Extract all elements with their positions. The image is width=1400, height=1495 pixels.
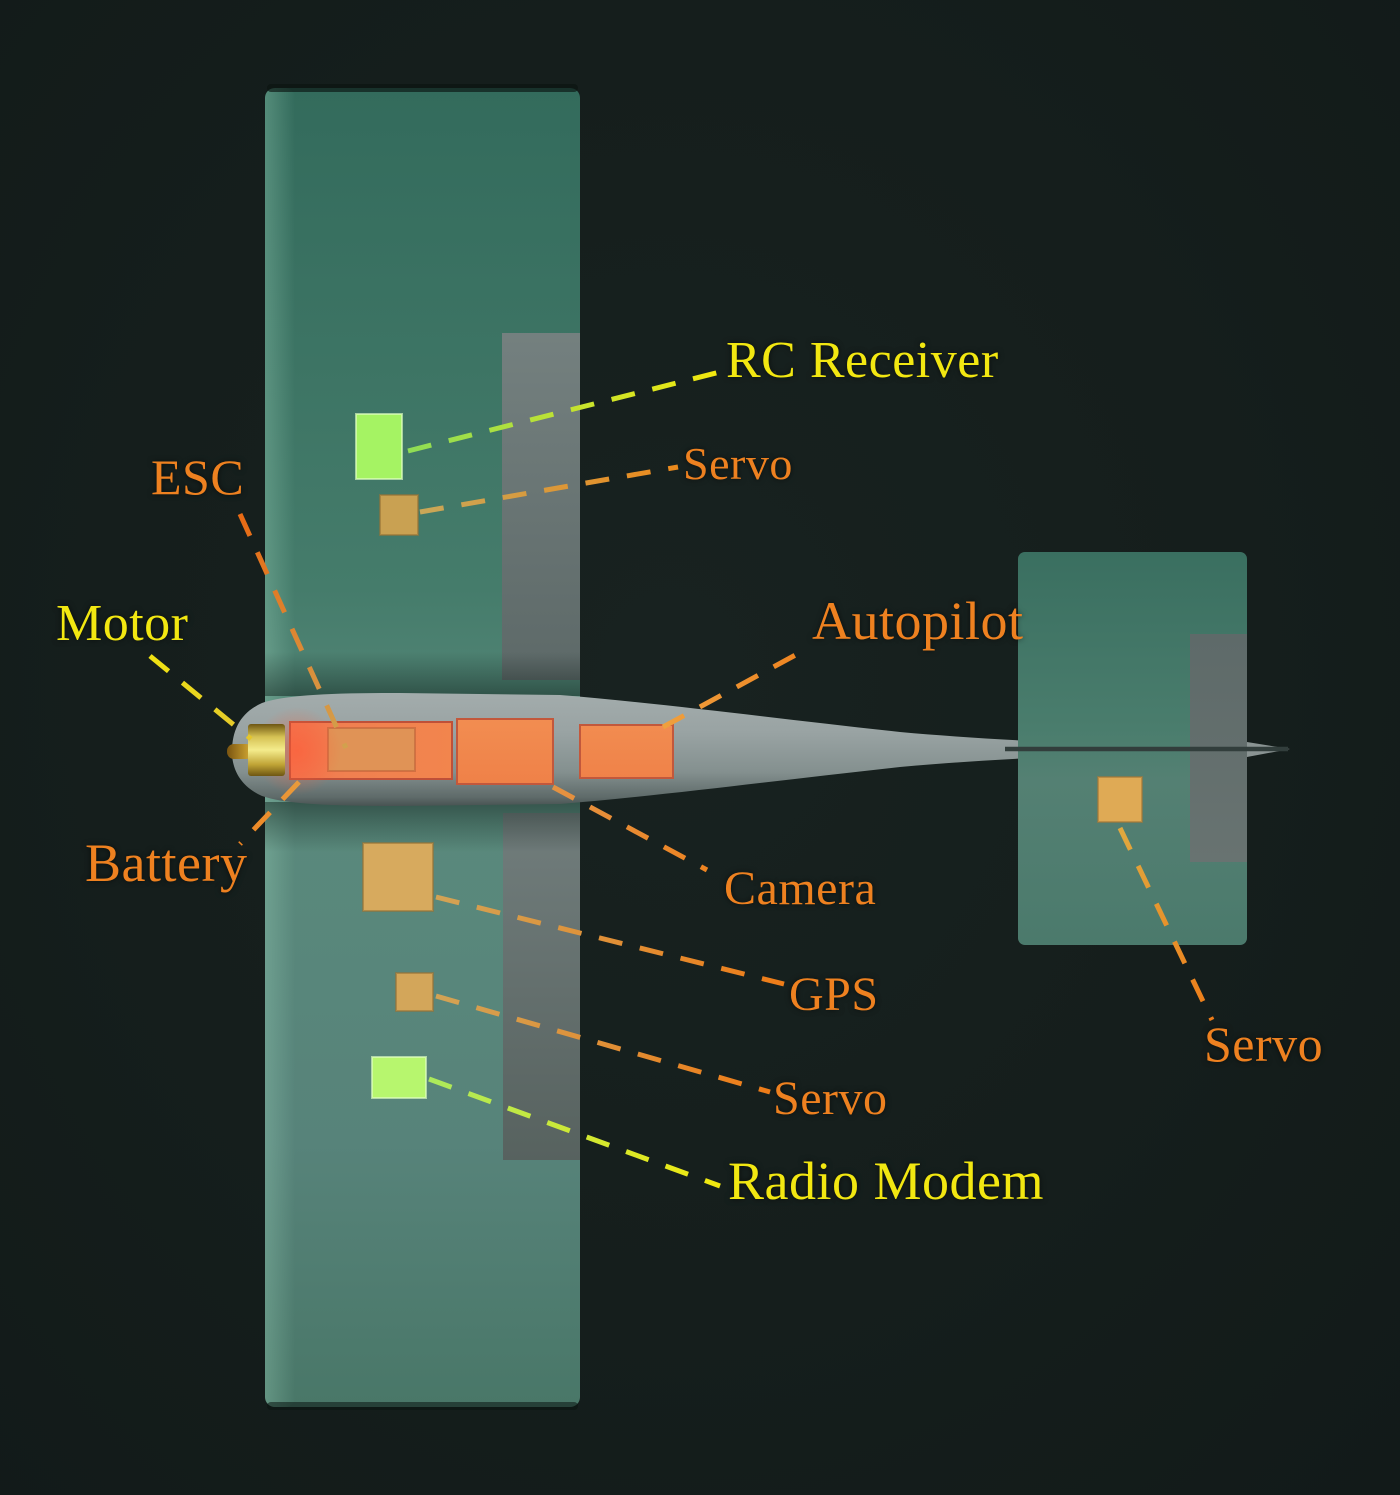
servo-wing-bottom-module [395, 972, 434, 1012]
main-wing-bottom-edge [267, 1402, 578, 1410]
leader-lines [148, 369, 1215, 1189]
autopilot-module [579, 724, 674, 779]
esc-module [327, 727, 416, 772]
leader-esc [237, 512, 349, 750]
leader-radio-modem [428, 1076, 721, 1189]
label-servo-tail: Servo [1204, 1016, 1324, 1072]
leader-servo-wing-top [419, 464, 679, 515]
aileron-cutout-top [502, 333, 580, 680]
label-gps: GPS [789, 968, 879, 1021]
gps-module [362, 842, 434, 912]
label-battery: Battery [85, 833, 248, 893]
label-camera: Camera [724, 862, 877, 915]
motor-module [248, 724, 285, 776]
label-autopilot: Autopilot [812, 591, 1024, 651]
label-servo-wing-bottom: Servo [773, 1072, 888, 1125]
servo-tail-module [1097, 776, 1143, 823]
leader-camera [551, 784, 709, 873]
leader-rc-receiver [407, 369, 721, 454]
label-servo-wing-top: Servo [683, 438, 793, 489]
label-esc: ESC [151, 449, 245, 505]
label-rc-receiver: RC Receiver [726, 332, 999, 389]
servo-wing-top-module [379, 494, 419, 536]
leader-gps [435, 894, 785, 987]
label-radio-modem: Radio Modem [728, 1151, 1044, 1211]
aileron-cutout-bottom [503, 813, 580, 1160]
camera-module [456, 718, 554, 785]
radio-modem-module [371, 1056, 427, 1099]
leader-autopilot [661, 649, 803, 730]
leader-servo-tail [1117, 826, 1215, 1022]
propeller-shaft [227, 744, 253, 759]
leader-battery [238, 780, 301, 846]
main-wing-top-edge [267, 84, 578, 92]
rc-receiver-module [355, 413, 403, 480]
label-motor: Motor [56, 595, 189, 652]
leader-servo-wing-bottom [435, 993, 771, 1095]
leader-motor [148, 654, 253, 741]
